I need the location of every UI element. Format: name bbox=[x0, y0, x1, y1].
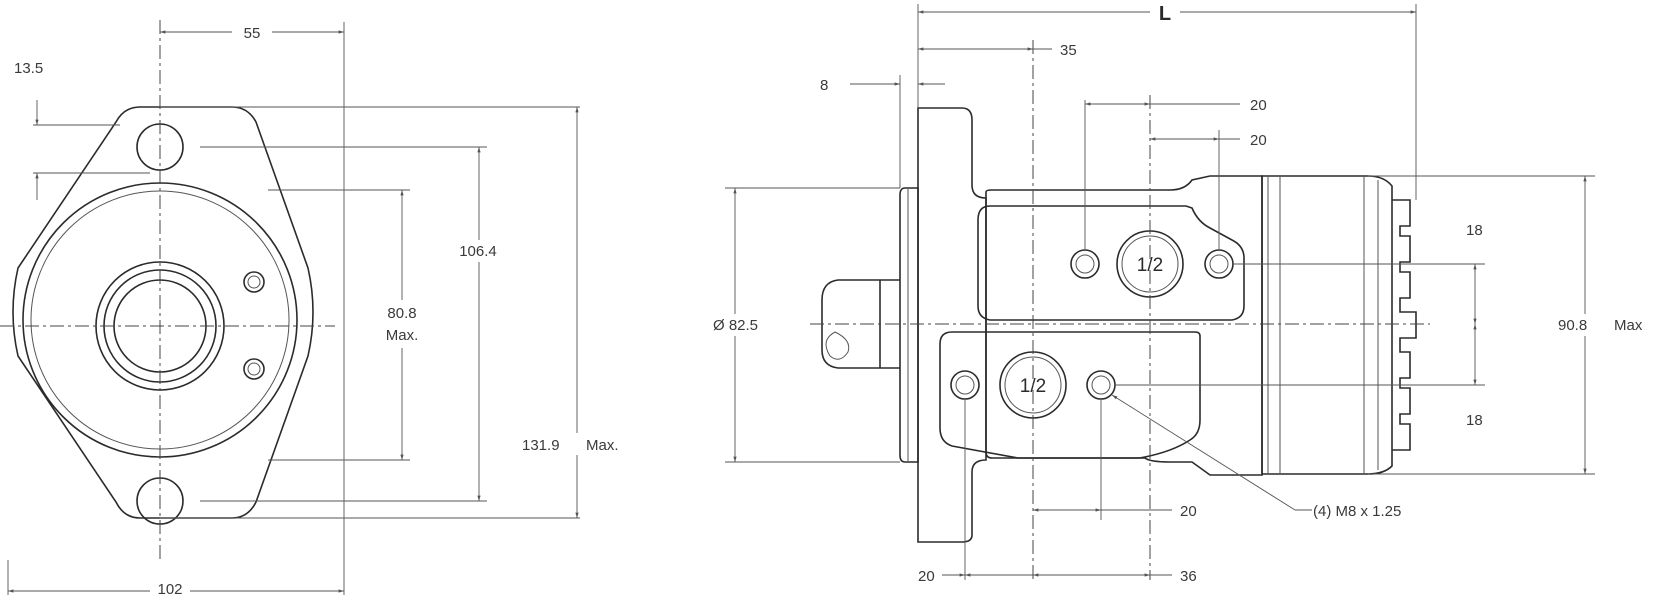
side-lower-thread-left bbox=[950, 370, 980, 400]
side-view: 1/2 1/2 L 35 8 bbox=[710, 1, 1655, 585]
dim-label-20-top-2: 20 bbox=[1250, 132, 1267, 149]
dim-label-80-8: 80.8 bbox=[387, 305, 416, 322]
front-thread-hole-2-inner bbox=[247, 362, 261, 376]
side-bolt-heads bbox=[1392, 199, 1417, 451]
dim-label-80-8-max: Max. bbox=[386, 327, 419, 344]
dim-label-8: 8 bbox=[820, 77, 828, 94]
side-lower-port-boss bbox=[939, 331, 1201, 459]
side-mounting-flange bbox=[917, 107, 987, 543]
side-end-cap bbox=[1261, 175, 1393, 475]
side-upper-thread-left bbox=[1070, 249, 1100, 279]
dim-label-90-8: 90.8 bbox=[1558, 317, 1587, 334]
side-lower-port-label: 1/2 bbox=[1020, 376, 1046, 397]
side-housing-body bbox=[985, 175, 1263, 476]
callout-thread-label: (4) M8 x 1.25 bbox=[1313, 503, 1401, 520]
side-upper-thread-right bbox=[1204, 249, 1234, 279]
dim-label-106-4: 106.4 bbox=[459, 243, 497, 260]
dim-label-dia-82-5: Ø 82.5 bbox=[713, 317, 758, 334]
side-shaft bbox=[821, 279, 900, 369]
front-view: 55 13.5 106.4 80.8 Max. 131.9 Max. 102 bbox=[0, 20, 636, 598]
dim-label-36: 36 bbox=[1180, 568, 1197, 585]
dim-label-20-bottom: 20 bbox=[918, 568, 935, 585]
side-pilot bbox=[899, 187, 919, 463]
dim-label-20-mid: 20 bbox=[1180, 503, 1197, 520]
dim-label-20-top-1: 20 bbox=[1250, 97, 1267, 114]
dim-label-35: 35 bbox=[1060, 42, 1077, 59]
dim-label-102: 102 bbox=[157, 581, 182, 598]
dim-label-90-8-max: Max bbox=[1614, 317, 1643, 334]
dim-label-131-9-max: Max. bbox=[586, 437, 619, 454]
front-thread-hole-2 bbox=[243, 358, 265, 380]
dim-label-L: L bbox=[1159, 3, 1171, 25]
callout-leader bbox=[1111, 394, 1296, 511]
side-upper-port-boss bbox=[977, 205, 1245, 321]
dim-label-13-5: 13.5 bbox=[14, 60, 43, 77]
front-thread-hole-1-inner bbox=[247, 275, 261, 289]
front-thread-hole-1 bbox=[243, 271, 265, 293]
dim-label-55: 55 bbox=[244, 25, 261, 42]
dim-label-18-bottom: 18 bbox=[1466, 412, 1483, 429]
dim-label-18-top: 18 bbox=[1466, 222, 1483, 239]
dim-label-131-9: 131.9 bbox=[522, 437, 560, 454]
side-lower-thread-right bbox=[1086, 370, 1116, 400]
